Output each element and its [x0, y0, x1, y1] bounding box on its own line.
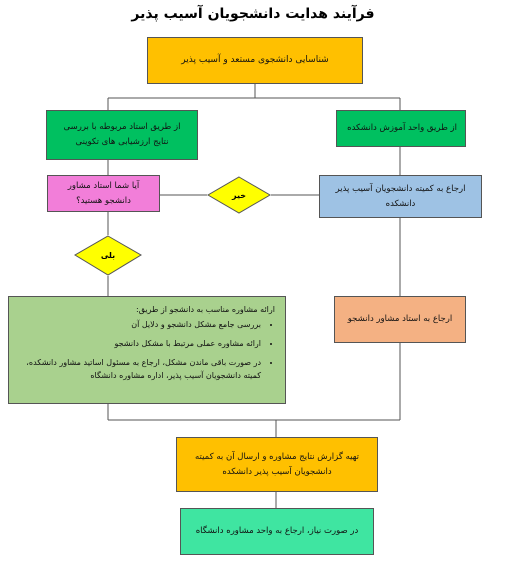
- diamond-shape: [207, 176, 271, 214]
- counseling-list: بررسی جامع مشکل دانشجو و دلایل آن ارائه …: [19, 318, 275, 382]
- node-refer-committee: ارجاع به کمیته دانشجویان آسیب پذیر دانشک…: [319, 175, 482, 218]
- counseling-item: ارائه مشاوره عملی مرتبط با مشکل دانشجو: [19, 337, 261, 350]
- diagram-title: فرآیند هدایت دانشجویان آسیب پذیر: [131, 6, 375, 22]
- node-university-center: در صورت نیاز، ارجاع به واحد مشاوره دانشگ…: [180, 508, 374, 555]
- decision-yes-label: بلی: [100, 251, 116, 260]
- counseling-item: در صورت باقی ماندن مشکل، ارجاع به مسئول …: [19, 356, 261, 382]
- node-via-advisor: از طریق استاد مربوطه با بررسی نتایج ارزش…: [46, 110, 198, 160]
- node-report: تهیه گزارش نتایج مشاوره و ارسال آن به کم…: [176, 437, 378, 492]
- node-ask-advisor: آیا شما استاد مشاور دانشجو هستید؟: [47, 175, 160, 212]
- diamond-shape: [74, 235, 142, 276]
- decision-yes: بلی: [74, 235, 142, 276]
- counseling-heading: ارائه مشاوره مناسب به دانشجو از طریق:: [136, 305, 275, 314]
- node-identify: شناسایی دانشجوی مستعد و آسیب پذیر: [147, 37, 363, 84]
- decision-no: خیر: [207, 176, 271, 214]
- node-refer-advisor: ارجاع به استاد مشاور دانشجو: [334, 296, 466, 343]
- node-counseling: ارائه مشاوره مناسب به دانشجو از طریق: بر…: [8, 296, 286, 404]
- counseling-item: بررسی جامع مشکل دانشجو و دلایل آن: [19, 318, 261, 331]
- decision-no-label: خیر: [232, 190, 247, 200]
- node-via-education-unit: از طریق واحد آموزش دانشکده: [336, 110, 466, 147]
